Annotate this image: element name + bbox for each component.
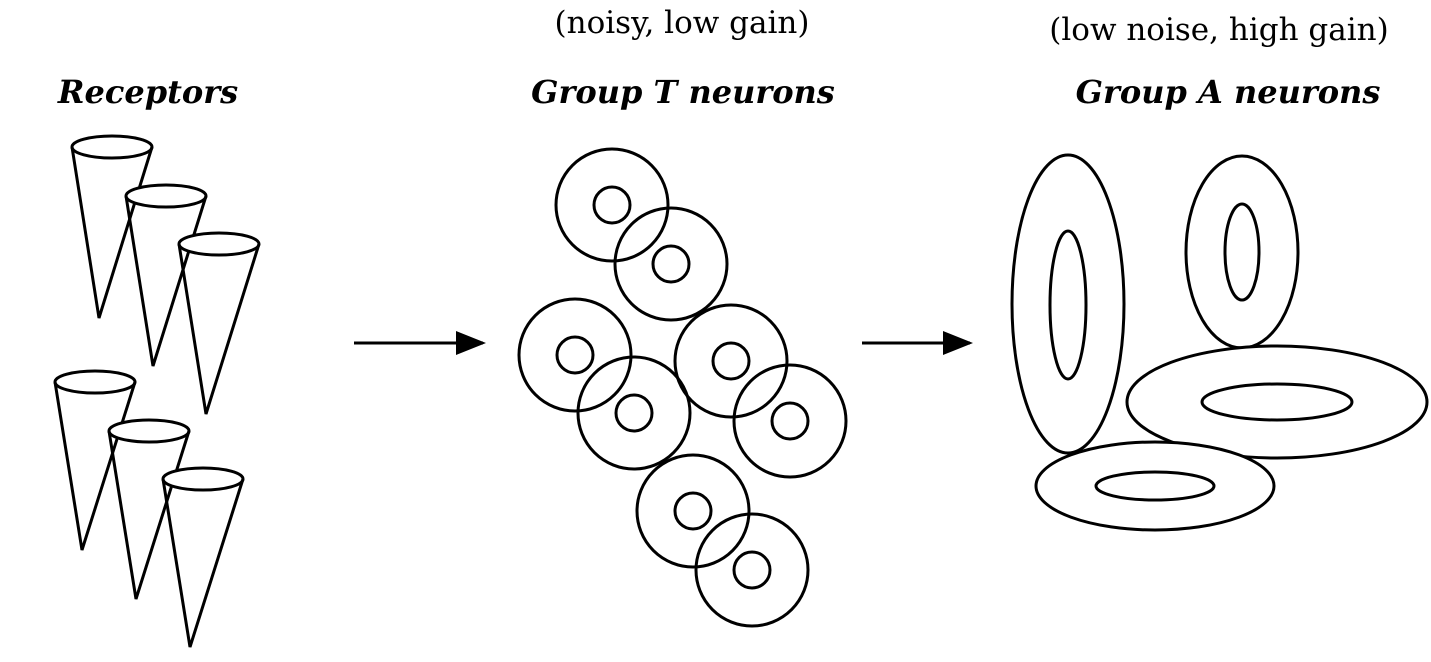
group-a-note: (low noise, high gain) [1049,12,1388,48]
t-neuron [694,512,810,628]
t-neuron [576,355,692,471]
group-a-neurons [1010,153,1429,532]
receptor-cones [53,134,261,648]
group-t-neurons [517,147,848,628]
t-neuron [635,453,751,569]
a-neuron [1034,440,1276,532]
a-neuron [1010,153,1126,455]
t-neuron [613,206,729,322]
receptor-cone [124,183,208,367]
group-t-title: Group T neurons [531,73,835,111]
a-neuron [1184,154,1300,350]
receptor-cone [161,466,245,648]
a-neuron [1125,344,1429,460]
t-neuron [673,303,789,419]
receptor-cone [177,231,261,415]
t-neuron [732,363,848,479]
receptors-title: Receptors [57,73,238,111]
group-a-title: Group A neurons [1076,73,1381,111]
t-neuron [554,147,670,263]
group-t-note: (noisy, low gain) [555,5,810,41]
t-neuron [517,297,633,413]
